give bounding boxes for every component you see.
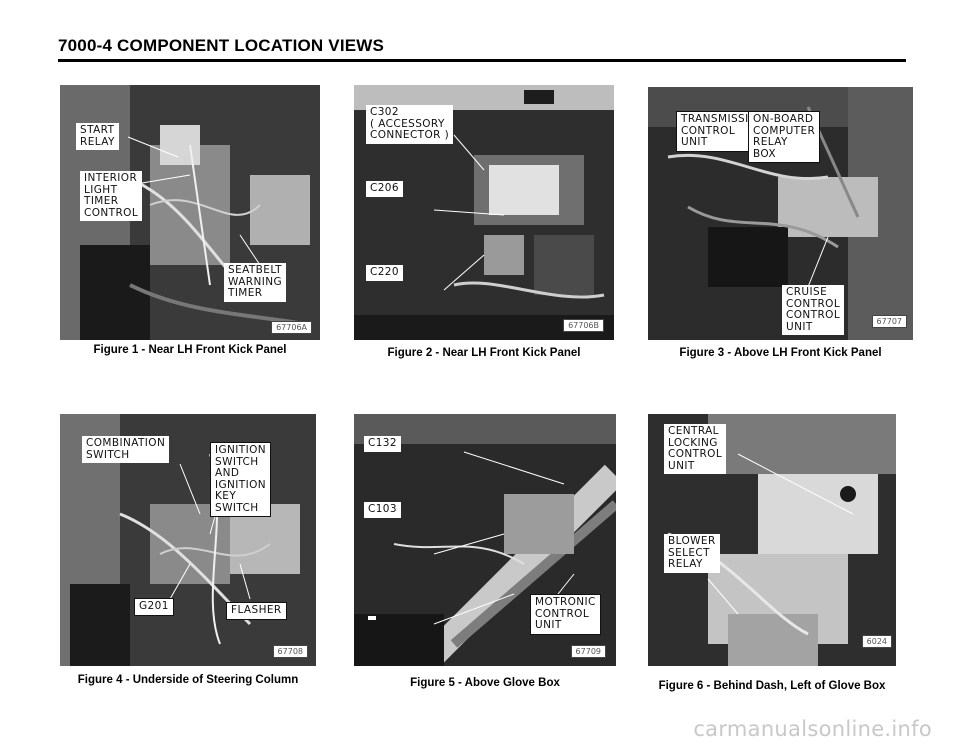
label-c209: FLASHER xyxy=(226,602,287,620)
label-transmission-control-unit: C302 ( ACCESSORY CONNECTOR ) xyxy=(366,105,454,144)
label-motronic-control-unit: CRUISE CONTROL CONTROL UNIT xyxy=(782,285,845,335)
photo-number: 67707 xyxy=(871,315,907,328)
figure-1-caption: Figure 1 - Near LH Front Kick Panel xyxy=(93,344,287,356)
photo-number: 67706B xyxy=(563,319,604,332)
figure-6-photo: CENTRAL LOCKING CONTROL UNIT BLOWER SELE… xyxy=(648,414,896,666)
figure-4-caption: Figure 5 - Above Glove Box xyxy=(410,677,560,689)
photo-number: 6024 xyxy=(861,635,892,648)
figure-5-caption: Figure 3 - Above LH Front Kick Panel xyxy=(679,347,882,359)
photo-number: 67709 xyxy=(570,645,606,658)
label-start-relay: START RELAY xyxy=(76,123,119,150)
label-seatbelt-warning-timer: SEATBELT WARNING TIMER xyxy=(224,263,287,302)
label-cruise-control-control-unit: C220 xyxy=(366,265,403,281)
label-c220: G201 xyxy=(134,598,174,616)
figure-3-caption: Figure 2 - Near LH Front Kick Panel xyxy=(387,347,581,359)
figure-2-photo: COMBINATION SWITCH IGNITION SWITCH AND I… xyxy=(60,414,316,666)
figure-5-photo: TRANSMISSION CONTROL UNIT ON-BOARD COMPU… xyxy=(648,87,913,340)
figure-4-photo: C132 C103 MOTRONIC CONTROL UNIT 67709 xyxy=(354,414,616,666)
label-interior-light-timer-control: INTERIOR LIGHT TIMER CONTROL xyxy=(80,171,143,221)
figure-6-caption: Figure 6 - Behind Dash, Left of Glove Bo… xyxy=(658,680,886,692)
figure-1-photo: START RELAY INTERIOR LIGHT TIMER CONTROL… xyxy=(60,85,320,340)
photo-number: 67708 xyxy=(272,645,308,658)
label-c302-accessory-connector: COMBINATION SWITCH xyxy=(82,436,170,463)
label-ignition-switch-and-key-switch: C103 xyxy=(364,502,401,518)
label-on-board-computer-relay-box: C206 xyxy=(366,181,403,197)
page-title: 7000-4 COMPONENT LOCATION VIEWS xyxy=(58,36,385,55)
label-c103: ON-BOARD COMPUTER RELAY BOX xyxy=(748,111,821,163)
label-c206: IGNITION SWITCH AND IGNITION KEY SWITCH xyxy=(210,442,272,517)
label-blower-select-relay: BLOWER SELECT RELAY xyxy=(664,534,720,573)
figure-2-caption: Figure 4 - Underside of Steering Column xyxy=(77,674,299,686)
label-combination-switch: C132 xyxy=(364,436,401,452)
watermark: carmanualsonline.info xyxy=(693,717,932,741)
label-flasher xyxy=(368,616,376,620)
label-g201: MOTRONIC CONTROL UNIT xyxy=(530,594,601,635)
header-rule xyxy=(58,59,906,62)
photo-number: 67706A xyxy=(271,321,312,334)
figure-3-photo: C302 ( ACCESSORY CONNECTOR ) C206 C220 6… xyxy=(354,85,614,340)
label-central-locking-control-unit: CENTRAL LOCKING CONTROL UNIT xyxy=(664,424,727,474)
